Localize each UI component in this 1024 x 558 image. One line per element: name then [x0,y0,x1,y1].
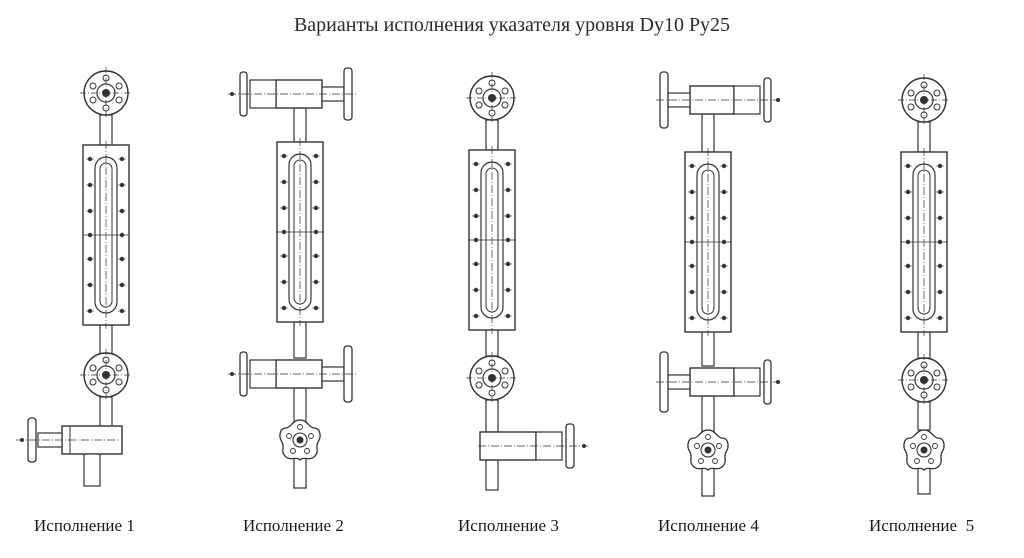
variant-4-drawing [656,71,780,497]
variant-3-caption: Исполнение 3 [458,516,559,535]
variant-2-drawing [228,67,356,489]
variant-5-caption: Исполнение 5 [869,516,975,535]
variant-1-drawing [16,66,133,487]
variant-5-drawing [897,73,951,495]
variant-4-caption: Исполнение 4 [658,516,759,535]
variant-1-caption: Исполнение 1 [34,516,135,535]
diagram-title: Варианты исполнения указателя уровня Dy1… [293,14,731,36]
variant-2-caption: Исполнение 2 [243,516,344,535]
variant-3-drawing [465,71,588,491]
